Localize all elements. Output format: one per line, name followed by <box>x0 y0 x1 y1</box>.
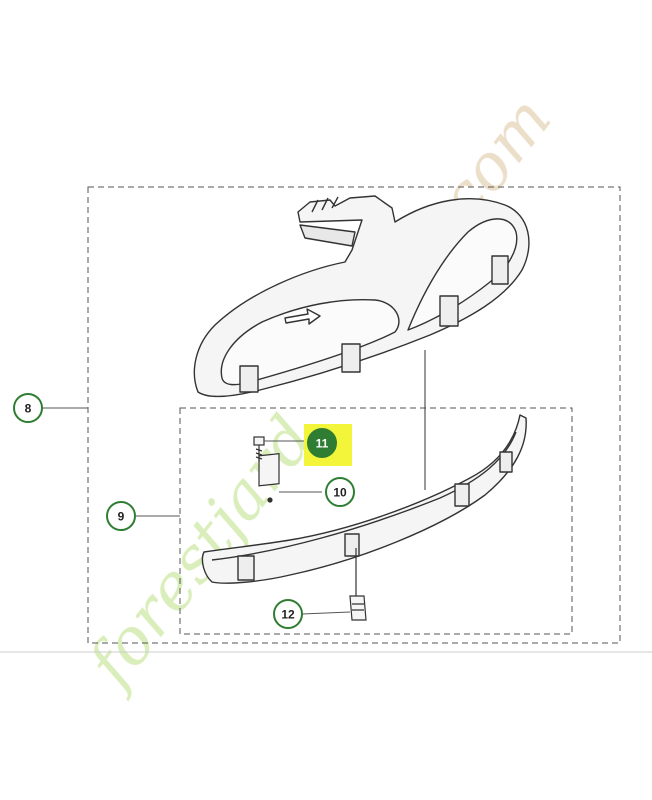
group-box-8 <box>87 186 621 644</box>
arrow-mark <box>284 308 321 325</box>
callout-label-8: 8 <box>25 402 32 416</box>
callout-label-12: 12 <box>281 608 295 622</box>
callout-label-11: 11 <box>316 437 329 451</box>
callout-label-9: 9 <box>118 510 125 524</box>
callout-12[interactable]: 12 <box>273 599 303 629</box>
leader-12 <box>301 611 351 615</box>
group-box-9 <box>179 407 573 635</box>
watermark: forestjard in.com <box>72 83 566 703</box>
plate-part-10 <box>258 453 280 503</box>
callout-8[interactable]: 8 <box>13 393 43 423</box>
callout-label-10: 10 <box>333 486 347 500</box>
leader-lines <box>42 407 351 615</box>
clip-part-12 <box>349 548 367 621</box>
callout-11[interactable]: 11 <box>307 428 337 458</box>
callout-10[interactable]: 10 <box>325 477 355 507</box>
callout-9[interactable]: 9 <box>106 501 136 531</box>
deflector-strip <box>201 414 527 584</box>
guard-housing <box>193 195 530 398</box>
